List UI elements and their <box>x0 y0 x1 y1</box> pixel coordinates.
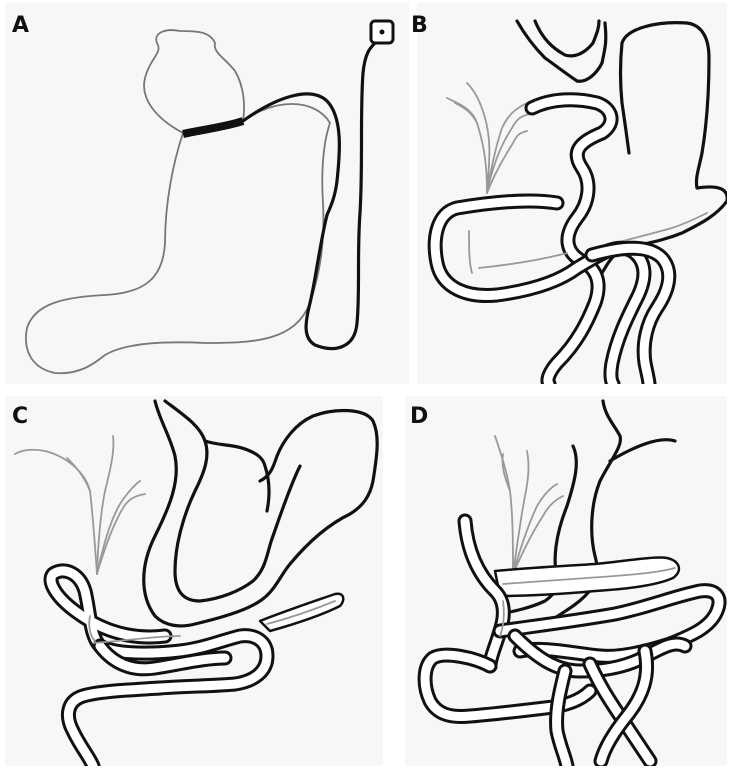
panel-d: D <box>405 396 727 766</box>
panel-a-label: A <box>12 15 29 37</box>
panel-c: C <box>5 396 383 766</box>
panel-b: B <box>417 3 727 384</box>
panel-c-label: C <box>12 406 28 428</box>
access-port-center <box>380 30 385 35</box>
panel-d-label: D <box>410 406 428 428</box>
panel-a-drawing <box>5 3 409 384</box>
panel-a-background <box>5 3 409 384</box>
panel-d-drawing <box>405 396 727 766</box>
panel-b-background <box>417 3 727 384</box>
panel-b-drawing <box>417 3 727 384</box>
panel-c-drawing <box>5 396 383 766</box>
panel-b-label: B <box>411 15 428 37</box>
panel-a: A <box>5 3 409 384</box>
